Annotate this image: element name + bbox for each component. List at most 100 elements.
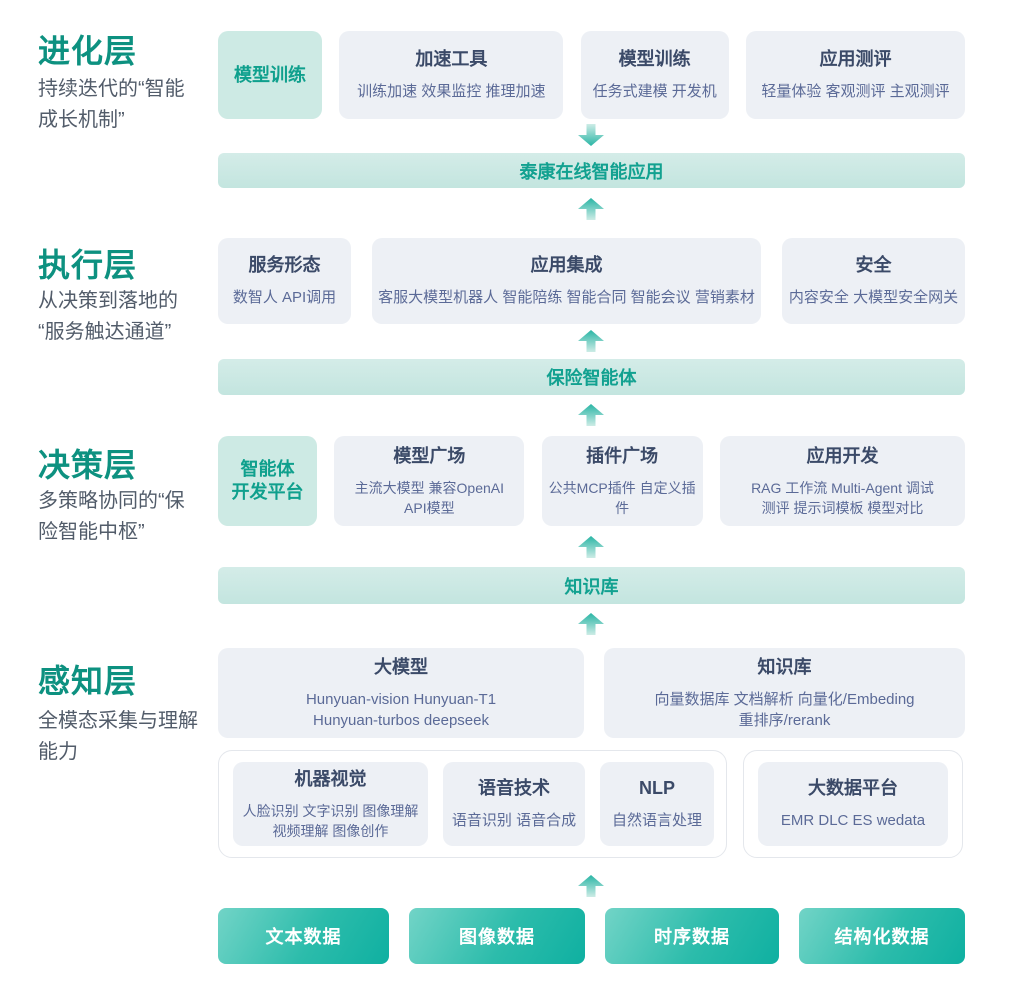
card-model-training-green: 模型训练 <box>218 31 322 119</box>
card-title-line: 开发平台 <box>231 482 304 502</box>
flow-arrow-up-icon <box>578 330 604 352</box>
card-subtext: 客服大模型机器人 智能陪练 智能合同 智能会议 营销素材 <box>378 289 755 306</box>
card-title: 安全 <box>855 255 892 275</box>
card-title: 大模型 <box>374 656 428 677</box>
card-agent-platform-green: 智能体 开发平台 <box>218 436 317 526</box>
card-title: 智能体 开发平台 <box>232 458 304 504</box>
subtitle-line: 持续迭代的“智能 <box>38 78 185 100</box>
card-subtext-line: 人脸识别 文字识别 图像理解 <box>242 802 419 819</box>
data-source-timeseries: 时序数据 <box>605 908 779 964</box>
card-title: 模型广场 <box>393 445 466 466</box>
card-llm: 大模型 Hunyuan-vision Hunyuan-T1 Hunyuan-tu… <box>218 648 584 738</box>
subtitle-line: 能力 <box>38 741 78 763</box>
card-subtext: Hunyuan-vision Hunyuan-T1 Hunyuan-turbos… <box>306 689 496 731</box>
layer-subtitle-decision: 多策略协同的“保 险智能中枢” <box>38 486 185 548</box>
layer-title-decision: 决策层 <box>38 447 138 483</box>
card-bigdata-platform: 大数据平台 EMR DLC ES wedata <box>758 762 948 846</box>
card-subtext: 自然语言处理 <box>611 812 702 829</box>
card-title: 服务形态 <box>248 255 321 275</box>
subtitle-line: “服务触达通道” <box>38 321 172 343</box>
card-app-eval: 应用测评 轻量体验 客观测评 主观测评 <box>745 31 965 119</box>
card-subtext-line: 向量数据库 文档解析 向量化/Embeding <box>654 690 915 708</box>
card-subtext: EMR DLC ES wedata <box>780 812 926 829</box>
card-knowledge-base: 知识库 向量数据库 文档解析 向量化/Embeding 重排序/rerank <box>604 648 965 738</box>
card-subtext-line: 测评 提示词模板 模型对比 <box>761 499 924 516</box>
card-speech-tech: 语音技术 语音识别 语音合成 <box>443 762 585 846</box>
card-subtext: 内容安全 大模型安全网关 <box>788 289 959 306</box>
banner-taikang-app: 泰康在线智能应用 <box>218 153 965 188</box>
card-subtext-line: API模型 <box>404 499 455 516</box>
card-subtext-line: 重排序/rerank <box>738 711 831 729</box>
data-sources-row: 文本数据 图像数据 时序数据 结构化数据 <box>218 908 965 964</box>
card-accel-tools: 加速工具 训练加速 效果监控 推理加速 <box>339 31 564 119</box>
card-security: 安全 内容安全 大模型安全网关 <box>782 238 965 324</box>
card-subtext: 训练加速 效果监控 推理加速 <box>357 83 546 100</box>
card-title: 应用测评 <box>819 49 892 69</box>
card-app-integration: 应用集成 客服大模型机器人 智能陪练 智能合同 智能会议 营销素材 <box>372 238 761 324</box>
layer-title-execution: 执行层 <box>38 247 138 283</box>
flow-arrow-up-icon <box>578 613 604 635</box>
card-nlp: NLP 自然语言处理 <box>600 762 714 846</box>
banner-label: 保险智能体 <box>546 368 637 388</box>
flow-arrow-up-icon <box>578 198 604 220</box>
data-source-structured: 结构化数据 <box>799 908 965 964</box>
layer-subtitle-perception: 全模态采集与理解 能力 <box>38 706 198 768</box>
banner-label: 知识库 <box>564 576 619 597</box>
card-model-square: 模型广场 主流大模型 兼容OpenAI API模型 <box>334 436 525 526</box>
banner-label: 泰康在线智能应用 <box>519 161 664 182</box>
layer-subtitle-execution: 从决策到落地的 “服务触达通道” <box>38 286 178 348</box>
ai-capabilities-group: 机器视觉 人脸识别 文字识别 图像理解 视频理解 图像创作 语音技术 语音识别 … <box>218 750 727 858</box>
card-title: 语音技术 <box>478 778 550 798</box>
card-title: 应用集成 <box>530 255 603 275</box>
card-subtext: RAG 工作流 Multi-Agent 调试 测评 提示词模板 模型对比 <box>751 478 934 518</box>
subtitle-line: 全模态采集与理解 <box>38 710 198 732</box>
card-title-line: 智能体 <box>240 459 295 479</box>
card-title: 加速工具 <box>415 49 488 69</box>
layer-title-perception: 感知层 <box>38 663 138 699</box>
data-source-image: 图像数据 <box>409 908 585 964</box>
card-title: 应用开发 <box>806 445 879 466</box>
card-subtext: 公共MCP插件 自定义插件 <box>548 479 696 516</box>
card-subtext-line: Hunyuan-vision Hunyuan-T1 <box>305 690 497 708</box>
card-computer-vision: 机器视觉 人脸识别 文字识别 图像理解 视频理解 图像创作 <box>233 762 428 846</box>
card-title: 模型训练 <box>234 64 306 85</box>
card-title: 插件广场 <box>586 445 659 466</box>
card-title: NLP <box>639 778 675 798</box>
card-subtext: 轻量体验 客观测评 主观测评 <box>761 83 950 100</box>
subtitle-line: 险智能中枢” <box>38 521 145 543</box>
card-subtext-line: RAG 工作流 Multi-Agent 调试 <box>751 479 934 496</box>
subtitle-line: 多策略协同的“保 <box>38 490 185 512</box>
data-source-text: 文本数据 <box>218 908 389 964</box>
card-title: 大数据平台 <box>808 778 898 798</box>
card-app-dev: 应用开发 RAG 工作流 Multi-Agent 调试 测评 提示词模板 模型对… <box>719 436 965 526</box>
card-subtext: 语音识别 语音合成 <box>451 812 577 829</box>
card-title: 模型训练 <box>618 49 691 69</box>
subtitle-line: 成长机制” <box>38 109 125 131</box>
layer-title-evolution: 进化层 <box>38 33 138 69</box>
banner-knowledge-base: 知识库 <box>218 567 965 604</box>
card-subtext-line: 视频理解 图像创作 <box>272 822 389 839</box>
card-service-forms: 服务形态 数智人 API调用 <box>218 238 351 324</box>
banner-insurance-agent: 保险智能体 <box>218 359 965 395</box>
flow-arrow-down-icon <box>578 124 604 146</box>
card-model-training: 模型训练 任务式建模 开发机 <box>580 31 729 119</box>
perception-cards-row: 大模型 Hunyuan-vision Hunyuan-T1 Hunyuan-tu… <box>218 648 965 738</box>
bigdata-group: 大数据平台 EMR DLC ES wedata <box>743 750 963 858</box>
evolution-cards-row: 模型训练 加速工具 训练加速 效果监控 推理加速 模型训练 任务式建模 开发机 … <box>218 31 965 119</box>
card-plugin-square: 插件广场 公共MCP插件 自定义插件 <box>541 436 703 526</box>
card-subtext-line: 主流大模型 兼容OpenAI <box>354 479 505 496</box>
card-subtext: 主流大模型 兼容OpenAI API模型 <box>355 478 504 518</box>
layer-subtitle-evolution: 持续迭代的“智能 成长机制” <box>38 74 185 136</box>
decision-cards-row: 智能体 开发平台 模型广场 主流大模型 兼容OpenAI API模型 插件广场 … <box>218 436 965 526</box>
flow-arrow-up-icon <box>578 875 604 897</box>
card-subtext: 数智人 API调用 <box>232 289 337 306</box>
ai-capabilities-group-inner: 机器视觉 人脸识别 文字识别 图像理解 视频理解 图像创作 语音技术 语音识别 … <box>233 762 714 846</box>
subtitle-line: 从决策到落地的 <box>38 290 178 312</box>
card-subtext: 任务式建模 开发机 <box>592 83 717 100</box>
card-subtext-line: Hunyuan-turbos deepseek <box>313 711 489 729</box>
card-title: 机器视觉 <box>294 768 367 789</box>
flow-arrow-up-icon <box>578 404 604 426</box>
flow-arrow-up-icon <box>578 536 604 558</box>
execution-cards-row: 服务形态 数智人 API调用 应用集成 客服大模型机器人 智能陪练 智能合同 智… <box>218 238 965 324</box>
